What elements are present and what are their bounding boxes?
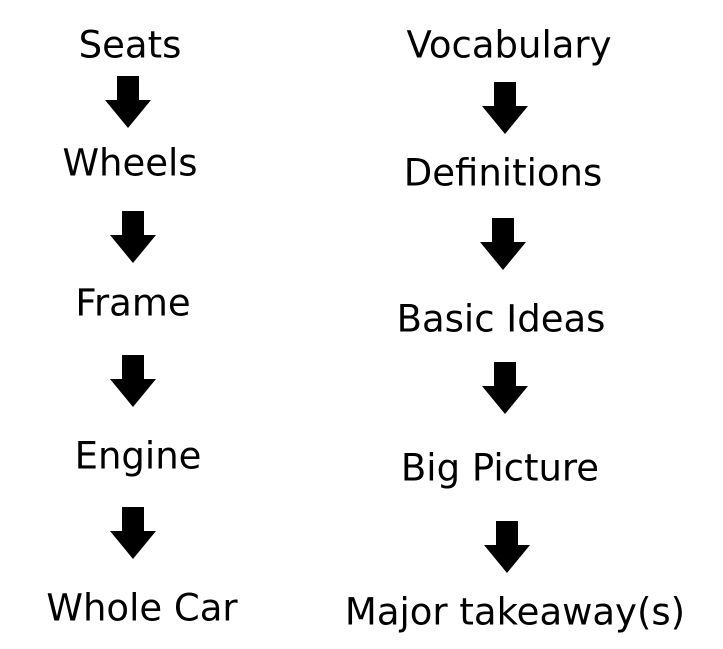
down-arrow-icon: [110, 211, 156, 263]
left-step-3: Frame: [75, 281, 191, 325]
down-arrow-icon: [482, 82, 528, 134]
down-arrow-icon: [110, 355, 156, 407]
right-step-1: Vocabulary: [406, 23, 612, 67]
right-step-2: Definitions: [403, 151, 603, 195]
left-step-2: Wheels: [62, 141, 198, 185]
down-arrow-icon: [482, 362, 528, 414]
down-arrow-icon: [105, 76, 151, 128]
down-arrow-icon: [480, 218, 526, 270]
right-step-3: Basic Ideas: [396, 297, 606, 341]
down-arrow-icon: [484, 521, 530, 573]
left-step-4: Engine: [74, 434, 202, 478]
right-step-4: Big Picture: [400, 446, 600, 490]
left-step-1: Seats: [78, 23, 182, 67]
left-step-5: Whole Car: [46, 586, 238, 630]
right-step-5: Major takeaway(s): [344, 590, 686, 634]
down-arrow-icon: [110, 507, 156, 559]
